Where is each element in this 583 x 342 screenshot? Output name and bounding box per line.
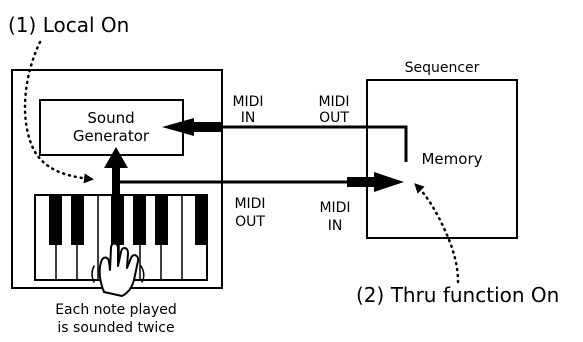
midi-in-left-label-2: IN [241, 110, 256, 126]
midi-out-seq-label-1: MIDI [318, 94, 349, 110]
caption-line-1: Each note played [55, 302, 177, 318]
local-on-dotted-arrow [23, 40, 94, 184]
local-connection-arrowhead [104, 147, 128, 168]
sound-generator-label-2: Generator [73, 127, 150, 145]
local-on-label: (1) Local On [8, 13, 129, 37]
midi-out-to-in-line [210, 125, 408, 162]
memory-label: Memory [421, 150, 482, 168]
midi-in-arrowhead [162, 118, 194, 136]
midi-in-seq-label-1: MIDI [319, 200, 350, 216]
hand-icon [91, 242, 145, 297]
midi-out-thick-segment [347, 177, 375, 187]
sound-generator-label-1: Sound [87, 109, 134, 127]
caption-line-2: is sounded twice [57, 320, 174, 336]
thru-on-label: (2) Thru function On [356, 283, 559, 307]
sound-generator-box [39, 99, 184, 156]
midi-out-seq-label-2: OUT [319, 110, 349, 126]
midi-in-seq-label-2: IN [328, 218, 343, 234]
midi-out-left-label-2: OUT [235, 214, 265, 230]
thru-on-dotted-arrow [414, 183, 460, 284]
sequencer-box [366, 79, 518, 239]
midi-out-left-label-1: MIDI [234, 196, 265, 212]
midi-out-arrowhead [374, 172, 404, 192]
midi-in-left-label-1: MIDI [232, 94, 263, 110]
sequencer-label: Sequencer [405, 60, 480, 76]
midi-in-thick-segment [193, 122, 221, 132]
piano-keyboard [34, 194, 208, 281]
